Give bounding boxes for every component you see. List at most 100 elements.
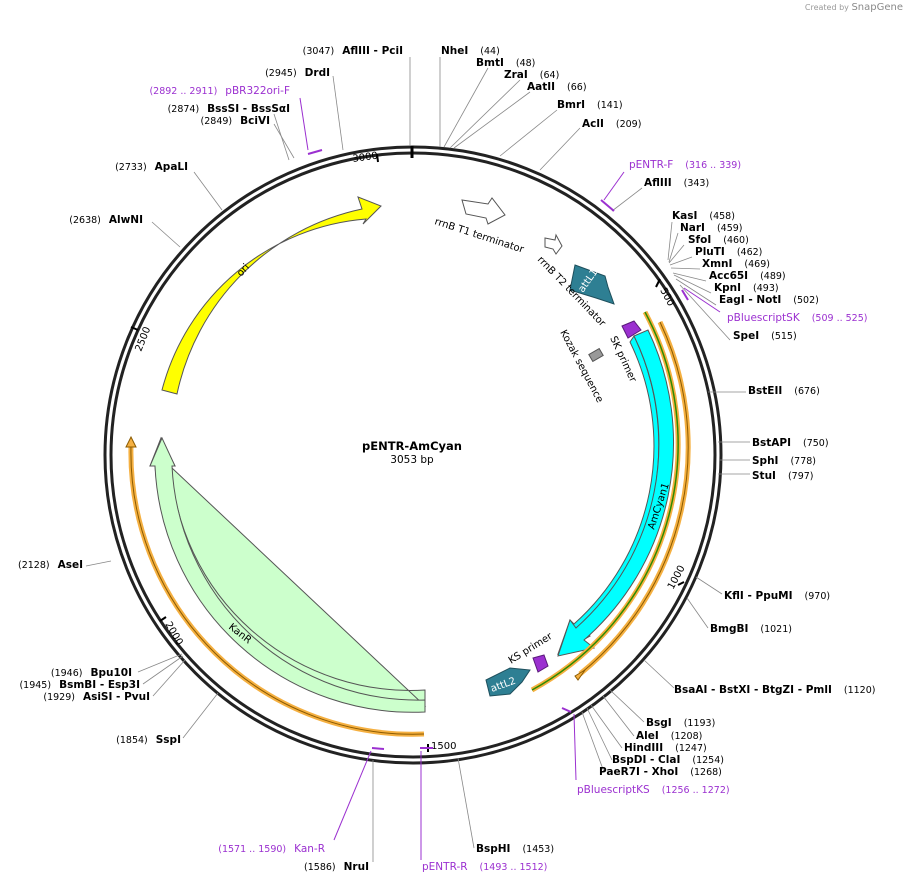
kanr-orf-arrowhead — [125, 435, 137, 448]
enzyme-acli-pos: (209) — [616, 119, 642, 130]
enzyme-nrui-pos: (1586) — [304, 862, 336, 873]
enzyme-asei-pos: (2128) — [18, 560, 50, 571]
enzyme-bmri-pos: (141) — [597, 100, 623, 111]
svg-text:ZraI(64): ZraI(64) — [504, 69, 559, 81]
orf-outer-arrowhead — [574, 669, 586, 681]
enzyme-bsmbi-pos: (1945) — [19, 680, 51, 691]
enzyme-bmti: BmtI — [476, 57, 504, 69]
enzyme-stui-pos: (797) — [788, 471, 814, 482]
svg-text:BmgBI(1021): BmgBI (1021) — [710, 623, 792, 635]
enzyme-alwni-pos: (2638) — [69, 215, 101, 226]
enzyme-stui: StuI — [752, 470, 776, 482]
svg-text:KpnI(493): KpnI(493) — [714, 282, 779, 294]
enzyme-acli: AclI — [582, 118, 604, 130]
enzyme-labels-left: (3047)AflIII - PciI (2945)DrdI (2874)Bss… — [18, 45, 403, 873]
svg-text:BsgI(1193): BsgI (1193) — [646, 717, 715, 729]
enzyme-bsteii: BstEII — [748, 385, 782, 397]
enzyme-bsaai-group: BsaAI - BstXI - BtgZI - PmlI — [674, 684, 832, 696]
enzyme-bsphi: BspHI — [476, 843, 510, 855]
enzyme-zrai: ZraI — [504, 69, 528, 81]
svg-text:XmnI(469): XmnI (469) — [702, 258, 770, 270]
svg-text:AatII(66): AatII(66) — [527, 81, 587, 93]
tick-label-2000: 2000 — [162, 620, 184, 648]
primer-pbluescriptks: pBluescriptKS — [577, 784, 650, 796]
enzyme-nari-pos: (459) — [717, 223, 743, 234]
enzyme-asisi: AsiSI - PvuI — [83, 691, 150, 703]
enzyme-pluti-pos: (462) — [737, 247, 763, 258]
enzyme-kfli-ppumi-pos: (970) — [805, 591, 831, 602]
sk-primer-mark — [621, 320, 642, 339]
tick-3000 — [376, 153, 379, 163]
enzyme-bspdi-clai-pos: (1254) — [692, 755, 724, 766]
enzyme-bmgbi: BmgBI — [710, 623, 748, 635]
enzyme-sspi: SspI — [156, 734, 181, 746]
enzyme-sphi-pos: (778) — [790, 456, 816, 467]
enzyme-nari: NarI — [680, 222, 705, 234]
svg-text:BsaAI - BstXI - BtgZI - Pml: BsaAI - BstXI - BtgZI - PmlI(1120) — [674, 684, 875, 696]
enzyme-paer7i-xhoi: PaeR7I - XhoI — [599, 766, 678, 778]
primer-pentr-r-range: (1493 .. 1512) — [480, 862, 548, 873]
enzyme-sfoi-pos: (460) — [723, 235, 749, 246]
enzyme-bsgi: BsgI — [646, 717, 672, 729]
enzyme-bsphi-pos: (1453) — [522, 844, 554, 855]
rrnb-t1-label: rrnB T1 terminator — [433, 216, 526, 255]
svg-text:BstEII(676): BstEII(676) — [748, 385, 820, 397]
svg-text:pBluescriptSK(509 .. 525): pBluescriptSK(509 .. 525) — [727, 312, 867, 324]
svg-text:NarI(459): NarI (459) — [680, 222, 743, 234]
svg-text:(1946)Bpu10I: (1946)Bpu10I — [51, 667, 132, 679]
enzyme-drdi-pos: (2945) — [265, 68, 297, 79]
svg-text:pBluescriptKS(1256 .. 1272): pBluescriptKS(1256 .. 1272) — [577, 784, 730, 796]
svg-text:Acc65I(489): Acc65I (489) — [709, 270, 786, 282]
enzyme-bmgbi-pos: (1021) — [760, 624, 792, 635]
primer-pbr322ori-f: pBR322ori-F — [225, 85, 290, 97]
enzyme-sspi-pos: (1854) — [116, 735, 148, 746]
primer-kan-r-range: (1571 .. 1590) — [218, 844, 286, 855]
enzyme-bstapi: BstAPI — [752, 437, 791, 449]
enzyme-xmni: XmnI — [702, 258, 732, 270]
enzyme-acc65i: Acc65I — [709, 270, 748, 282]
kanr-arrow — [149, 436, 426, 713]
primer-labels: (2892 .. 2911)pBR322ori-F pENTR-F(316 ..… — [149, 85, 867, 873]
enzyme-bsmbi: BsmBI - Esp3I — [59, 679, 140, 691]
svg-text:EagI - NotI(502): EagI - NotI(502) — [719, 294, 819, 306]
enzyme-apali: ApaLI — [155, 161, 188, 173]
primer-pbr322ori-f-range: (2892 .. 2911) — [149, 86, 217, 97]
enzyme-labels-right: NheI(44) BmtI(48) ZraI(64) AatII(66) Bmr… — [441, 45, 875, 855]
plasmid-size: 3053 bp — [390, 454, 434, 466]
svg-text:(2638)AlwNI: (2638)AlwNI — [69, 214, 143, 226]
ks-primer-mark — [532, 654, 549, 673]
svg-text:SfoI(460): SfoI (460) — [688, 234, 749, 246]
kozak-label: Kozak sequence — [557, 328, 605, 404]
enzyme-sphi: SphI — [752, 455, 778, 467]
tick-2500 — [130, 326, 139, 331]
tick-2000 — [159, 616, 167, 622]
enzyme-acc65i-pos: (489) — [760, 271, 786, 282]
tick-label-1500: 1500 — [431, 741, 456, 752]
enzyme-sfoi: SfoI — [688, 234, 711, 246]
enzyme-afliii-pcii: AflIII - PciI — [342, 45, 403, 57]
svg-text:KflI - PpuMI(970): KflI - PpuMI(970) — [724, 590, 830, 602]
svg-text:BspDI - ClaI(1254): BspDI - ClaI(1254) — [612, 754, 724, 766]
svg-text:BstAPI(750): BstAPI (750) — [752, 437, 829, 449]
svg-text:StuI(797): StuI (797) — [752, 470, 814, 482]
tick-500 — [655, 278, 661, 288]
plasmid-name: pENTR-AmCyan — [362, 439, 462, 453]
amcyan-orf-green — [531, 311, 679, 691]
primer-pentr-r: pENTR-R — [422, 861, 468, 873]
ori-feature — [161, 196, 382, 395]
svg-text:PaeR7I - XhoI(1268): PaeR7I - XhoI(1268) — [599, 766, 722, 778]
enzyme-xmni-pos: (469) — [744, 259, 770, 270]
enzyme-bcivi: BciVI — [240, 115, 270, 127]
enzyme-bsgi-pos: (1193) — [684, 718, 716, 729]
svg-text:(3047)AflIII - PciI: (3047)AflIII - PciI — [303, 45, 403, 57]
enzyme-bstapi-pos: (750) — [803, 438, 829, 449]
enzyme-eagi-noti-pos: (502) — [793, 295, 819, 306]
credit-prefix: Created by — [804, 3, 849, 12]
svg-text:(1854)SspI: (1854) SspI — [116, 734, 181, 746]
svg-text:SpeI(515): SpeI(515) — [733, 330, 797, 342]
svg-text:BmrI(141): BmrI (141) — [557, 99, 623, 111]
enzyme-nhei-pos: (44) — [480, 46, 500, 57]
tick-marks — [130, 153, 685, 752]
rrnb-t1-arrow — [461, 197, 506, 225]
enzyme-bmri: BmrI — [557, 99, 585, 111]
